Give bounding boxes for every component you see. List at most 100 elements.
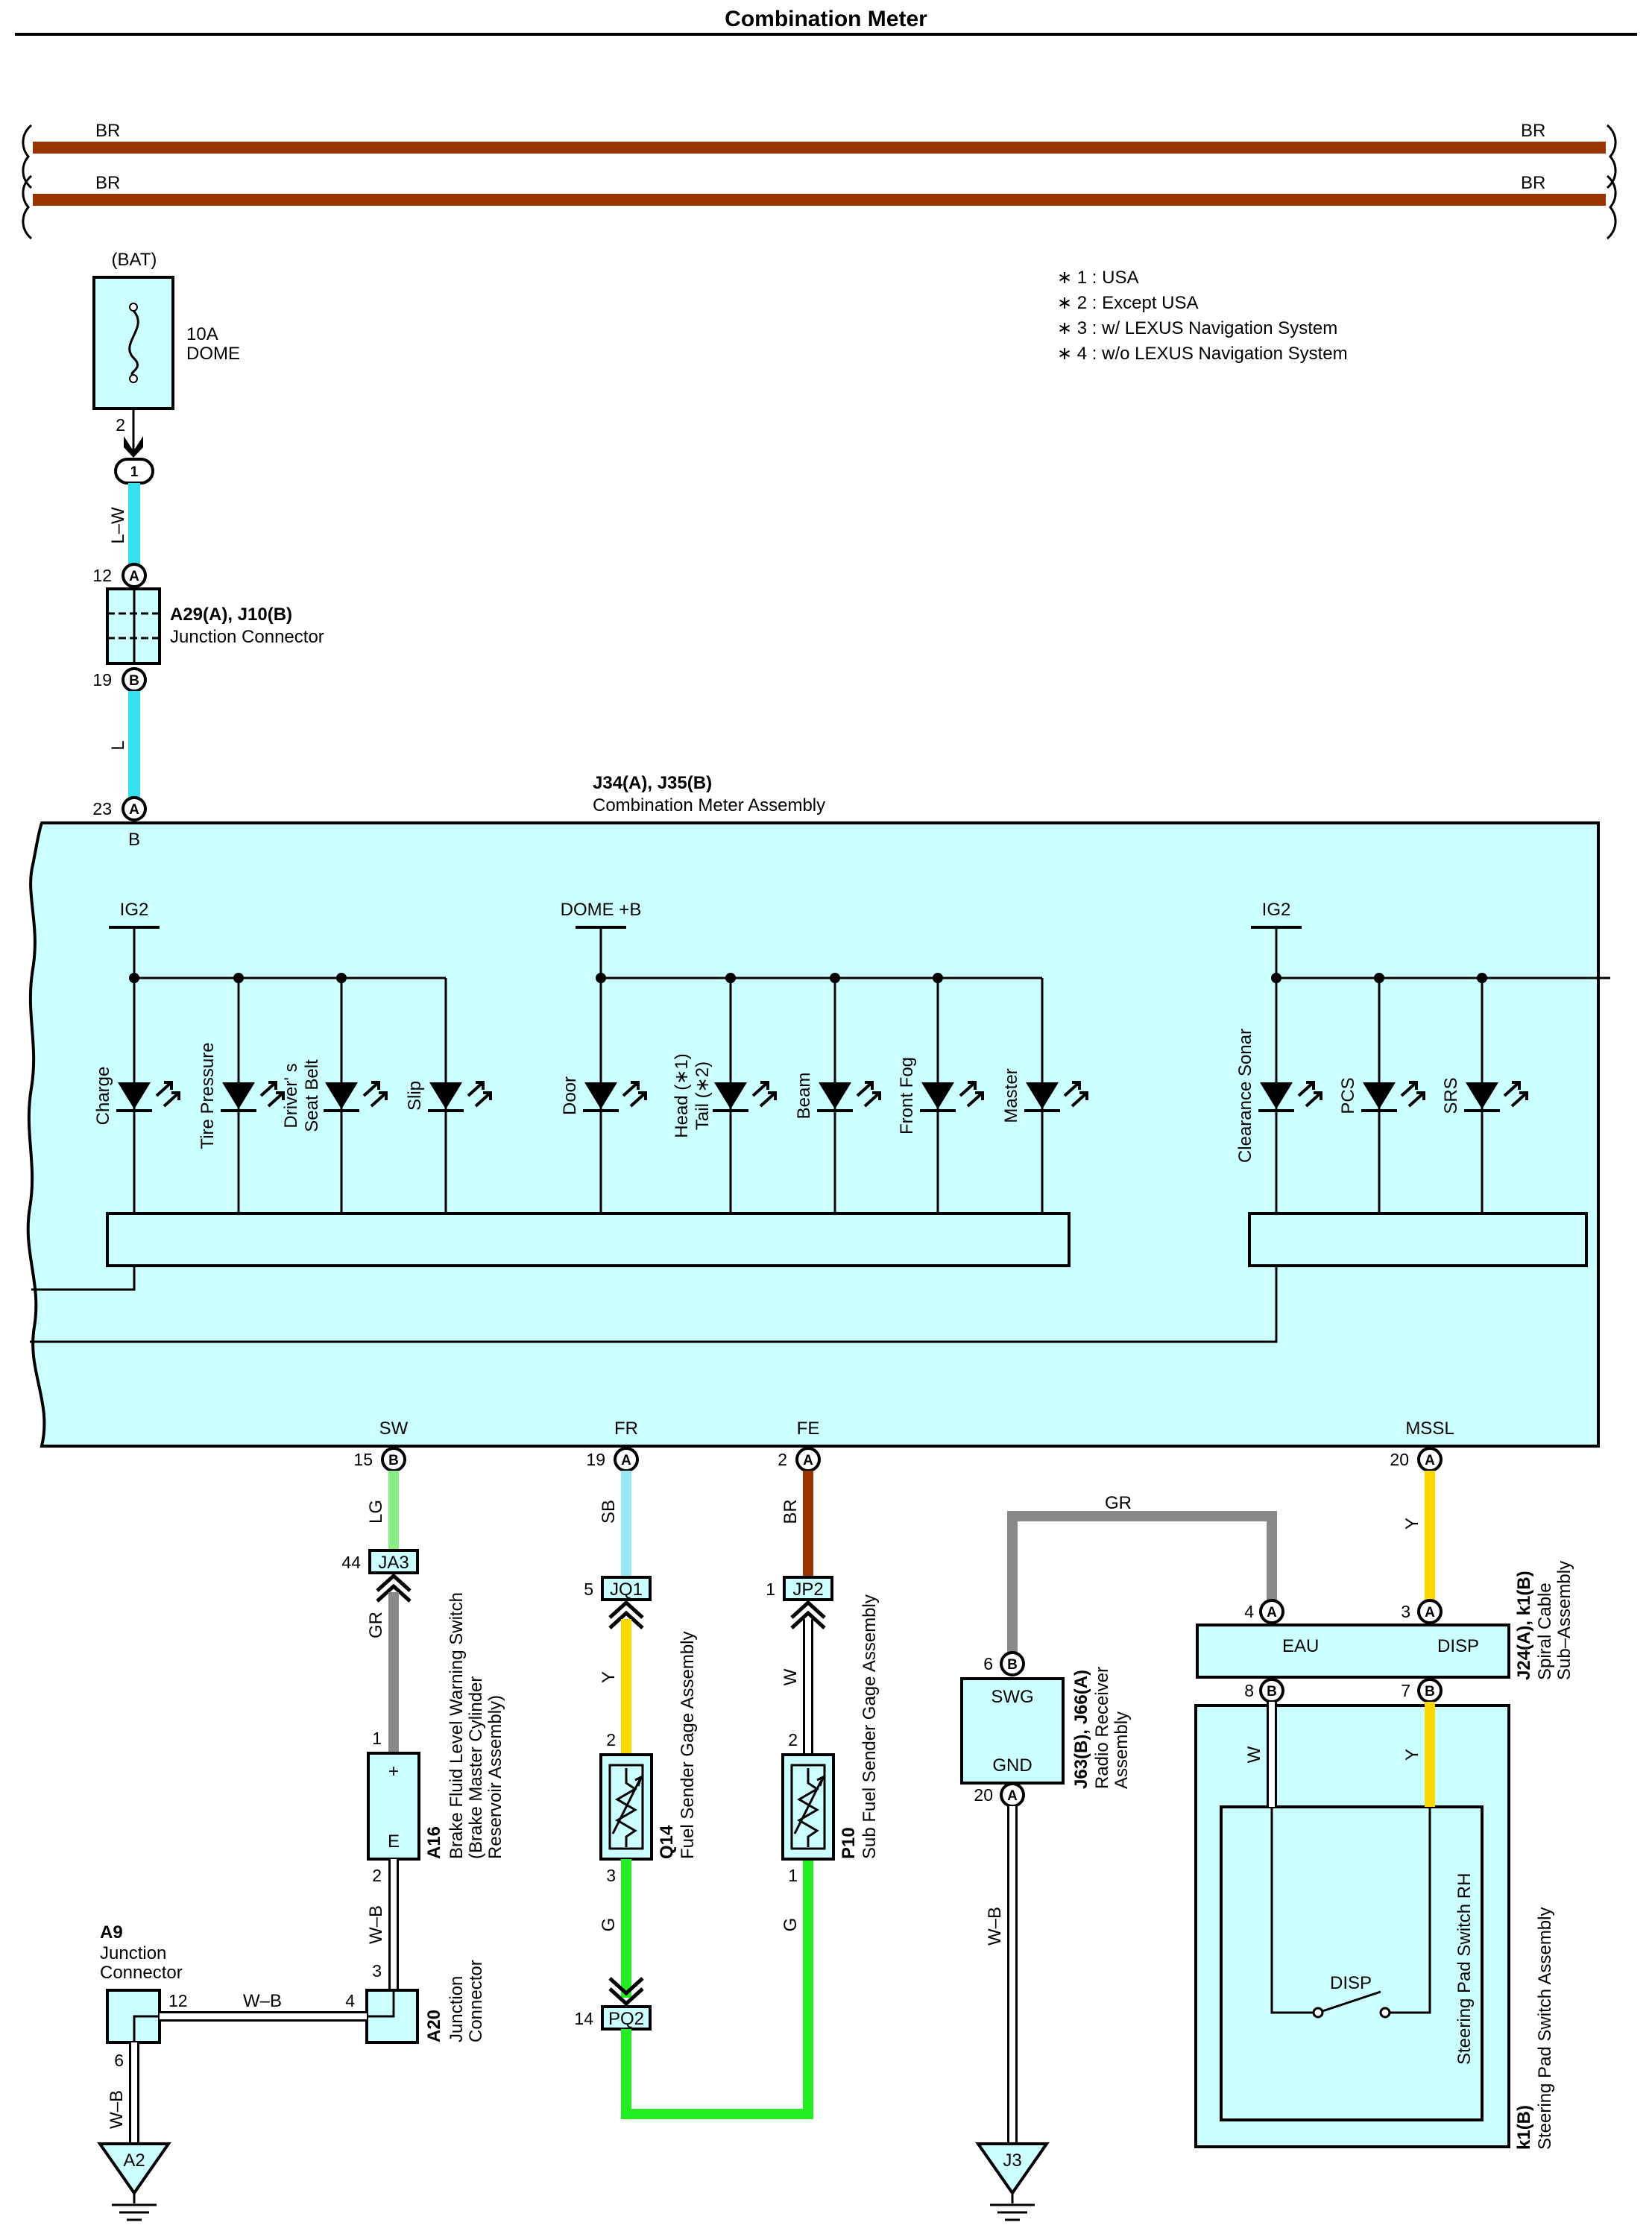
wire-label: GR [1105, 1493, 1132, 1513]
led-icon-beam [817, 1081, 881, 1112]
meter-ic-left [106, 1212, 1071, 1267]
component-code: J24(A), k1(B) [1514, 1571, 1534, 1680]
terminal-name: FE [797, 1419, 820, 1439]
indicator-label: Driver' s [281, 1063, 301, 1128]
pin-number: 7 [1401, 1681, 1410, 1700]
connector-jp2 [783, 1576, 833, 1601]
pin-number: 6 [114, 2051, 124, 2070]
component-code: A29(A), J10(B) [170, 605, 292, 625]
led-icon-door [583, 1081, 647, 1112]
switch-plus-label: + [388, 1761, 399, 1782]
pin-letter: A [1267, 1605, 1277, 1621]
note: ∗ 1 : USA [1057, 268, 1138, 288]
component-name: Sub Fuel Sender Gage Assembly [860, 1594, 880, 1859]
supply-label: IG2 [1262, 900, 1291, 920]
pin-letter: A [129, 802, 139, 818]
terminal-name: FR [614, 1419, 638, 1439]
pin-letter: A [129, 569, 139, 584]
indicator-label: SRS [1441, 1077, 1461, 1114]
wire-label: W [781, 1668, 801, 1685]
variable-resistor-icon [793, 1768, 825, 1847]
supply-label: DOME +B [561, 900, 642, 920]
pin-number: 5 [584, 1580, 593, 1599]
led-icon-charge [116, 1081, 180, 1112]
wire-label: W–B [107, 2090, 127, 2129]
component-name: Junction [447, 1976, 467, 2042]
component-name: Radio Receiver [1092, 1667, 1112, 1789]
wire-label: BR [781, 1499, 801, 1524]
indicator-label: Clearance Sonar [1235, 1029, 1255, 1163]
pin-letter: B [388, 1453, 399, 1468]
indicator-label: PCS [1338, 1077, 1358, 1114]
ground-icon [975, 2142, 1050, 2221]
wire-label: G [781, 1918, 801, 1932]
wire-gr [1007, 1511, 1277, 1655]
indicator-label: Head (∗1) [672, 1053, 692, 1137]
terminal-name: MSSL [1405, 1419, 1454, 1439]
pin-letter: B [1267, 1684, 1277, 1700]
led-icon-seat-belt [324, 1081, 388, 1112]
br-buses: BR BR BR BR [22, 121, 1617, 240]
pin-letter: B [1007, 1657, 1018, 1673]
terminal-name: SWG [991, 1687, 1033, 1707]
brake-fluid-switch [367, 1752, 420, 1861]
wire-label: GR [366, 1612, 386, 1638]
component-name: Steering Pad Switch Assembly [1535, 1908, 1555, 2151]
switch-e-label: E [388, 1831, 400, 1852]
bus-label: BR [1521, 121, 1545, 141]
pin-number: 1 [766, 1580, 775, 1599]
led-icon-tire-pressure [221, 1081, 285, 1112]
connector-chevron-icon [376, 1573, 412, 1603]
wire-g [621, 1859, 813, 2119]
terminal-name: DISP [1437, 1636, 1479, 1656]
fuse-element-icon [128, 309, 139, 376]
connector-label: JA3 [378, 1553, 409, 1573]
led-icon-front-fog [920, 1081, 984, 1112]
component-name: Fuel Sender Gage Assembly [678, 1632, 698, 1860]
terminal-name: B [128, 830, 140, 850]
wire-label: W–B [243, 1991, 282, 2011]
component-name: Junction [100, 1943, 166, 1963]
pin-number: 2 [606, 1730, 616, 1749]
component-code: A16 [424, 1826, 444, 1859]
component-name: Connector [466, 1960, 486, 2042]
pin-number: 19 [92, 670, 112, 690]
pin-letter: B [129, 673, 139, 689]
spiral-cable [1196, 1624, 1510, 1679]
component-code: Q14 [657, 1825, 677, 1859]
switch-contact-icon [1322, 1990, 1381, 2013]
steering-pad-switch-rh [1220, 1805, 1484, 2121]
led-icon-master [1024, 1081, 1088, 1112]
bus-label: BR [95, 173, 120, 193]
fuse-name: DOME [186, 344, 240, 364]
supply-label: IG2 [120, 900, 149, 920]
indicator-label: Slip [405, 1081, 425, 1111]
wire-label: Y [1402, 1518, 1422, 1530]
arrow-down-icon [124, 436, 143, 458]
connector-label: JP2 [792, 1580, 823, 1600]
page-title: Combination Meter [725, 7, 927, 31]
connector-ja3 [368, 1549, 419, 1574]
indicator-label: Tail (∗2) [693, 1061, 713, 1130]
component-name: Reservoir Assembly) [485, 1695, 505, 1859]
junction-pin-label: 1 [130, 464, 139, 480]
bus-label: BR [1521, 173, 1545, 193]
component-name: Steering Pad Switch RH [1454, 1873, 1475, 2065]
indicator-label: Seat Belt [302, 1059, 322, 1132]
notes: ∗ 1 : USA ∗ 2 : Except USA ∗ 3 : w/ LEXU… [1057, 268, 1348, 364]
component-name: Brake Fluid Level Warning Switch [447, 1592, 467, 1859]
wire-label: G [599, 1918, 619, 1932]
pin-letter: A [1425, 1453, 1435, 1468]
terminal-name: EAU [1282, 1636, 1319, 1656]
pin-number: 3 [372, 1961, 382, 1981]
wire-label: W–B [985, 1907, 1005, 1946]
fuse-box [92, 276, 174, 410]
fuse-source: (BAT) [112, 250, 157, 270]
pin-number: 1 [788, 1866, 798, 1885]
switch-label: DISP [1330, 1973, 1372, 1993]
pin-number: 15 [353, 1450, 373, 1469]
pin-number: 20 [974, 1785, 993, 1805]
pin-number: 4 [345, 1991, 355, 2010]
note: ∗ 2 : Except USA [1057, 293, 1199, 313]
